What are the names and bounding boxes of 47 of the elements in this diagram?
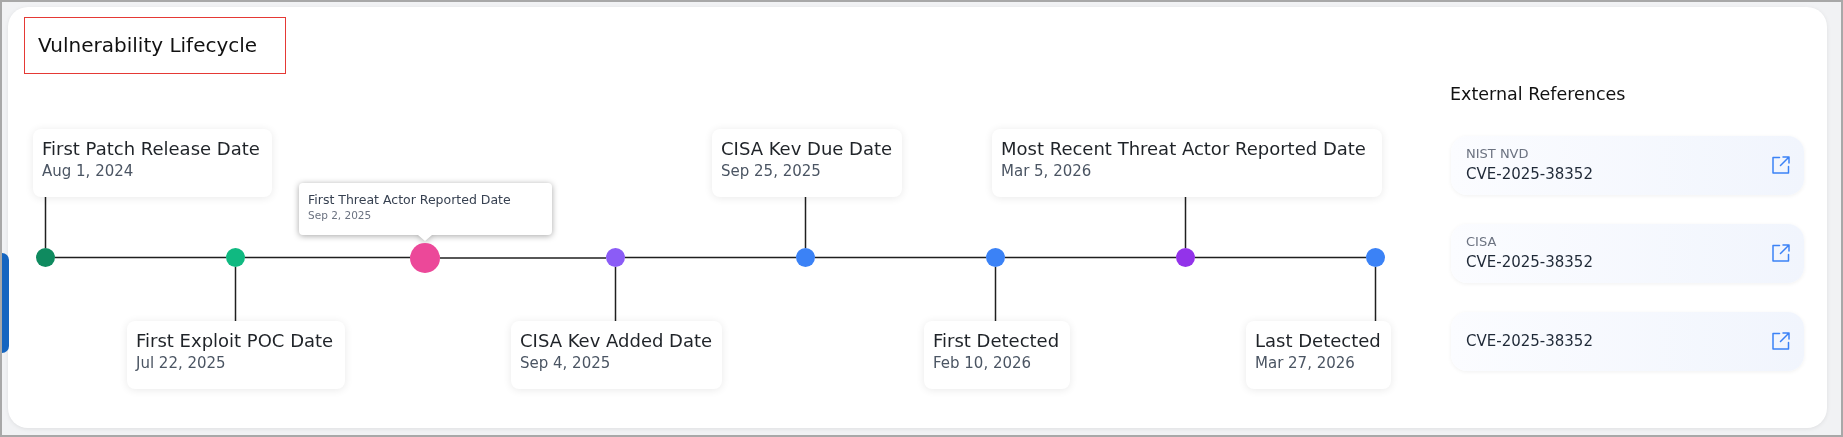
leader-line xyxy=(1184,196,1187,249)
event-date: Sep 25, 2025 xyxy=(721,161,822,181)
timeline-line xyxy=(244,256,411,259)
event-date: Aug 1, 2024 xyxy=(42,161,135,181)
event-title: Last Detected xyxy=(1255,329,1381,352)
event-title: First Exploit POC Date xyxy=(136,329,335,352)
cve-id: CVE-2025-38352 xyxy=(1466,164,1593,184)
reference-card xyxy=(1451,224,1804,283)
timeline-line xyxy=(814,256,987,259)
tooltip-date: Sep 2, 2025 xyxy=(308,208,372,222)
timeline-line xyxy=(54,256,227,259)
reference-card xyxy=(1451,312,1804,371)
section-heading: External References xyxy=(1450,84,1626,104)
event-date: Sep 4, 2025 xyxy=(520,353,612,373)
tooltip-title: First Threat Actor Reported Date xyxy=(308,192,511,208)
leader-line xyxy=(804,196,807,249)
cve-id: CVE-2025-38352 xyxy=(1466,331,1593,351)
leader-line xyxy=(1374,266,1377,322)
page-title: Vulnerability Lifecycle xyxy=(24,17,286,74)
event-title: Most Recent Threat Actor Reported Date xyxy=(1001,137,1367,160)
leader-line xyxy=(994,266,997,322)
event-card xyxy=(1246,321,1391,389)
event-title: First Patch Release Date xyxy=(42,137,261,160)
event-card xyxy=(924,321,1070,389)
leader-line xyxy=(614,266,617,322)
source-name: CISA xyxy=(1466,234,1497,250)
cve-id: CVE-2025-38352 xyxy=(1466,252,1593,272)
timeline-line xyxy=(624,256,797,259)
source-name: NIST NVD xyxy=(1466,146,1529,162)
leader-line xyxy=(44,196,47,249)
event-date: Feb 10, 2026 xyxy=(933,353,1033,373)
event-title: First Detected xyxy=(933,329,1060,352)
timeline-line xyxy=(1194,256,1367,259)
event-card xyxy=(992,129,1382,197)
event-card xyxy=(511,321,723,389)
timeline-line xyxy=(1004,256,1177,259)
timeline-line xyxy=(439,257,607,259)
event-title: CISA Kev Added Date xyxy=(520,329,713,352)
event-date: Mar 5, 2026 xyxy=(1001,161,1093,181)
event-date: Mar 27, 2026 xyxy=(1255,353,1356,373)
event-title: CISA Kev Due Date xyxy=(721,137,893,160)
leader-line xyxy=(234,266,237,322)
event-card xyxy=(127,321,345,389)
event-card xyxy=(33,129,272,197)
reference-card xyxy=(1451,136,1804,195)
event-card xyxy=(712,129,903,197)
event-date: Jul 22, 2025 xyxy=(136,353,227,373)
